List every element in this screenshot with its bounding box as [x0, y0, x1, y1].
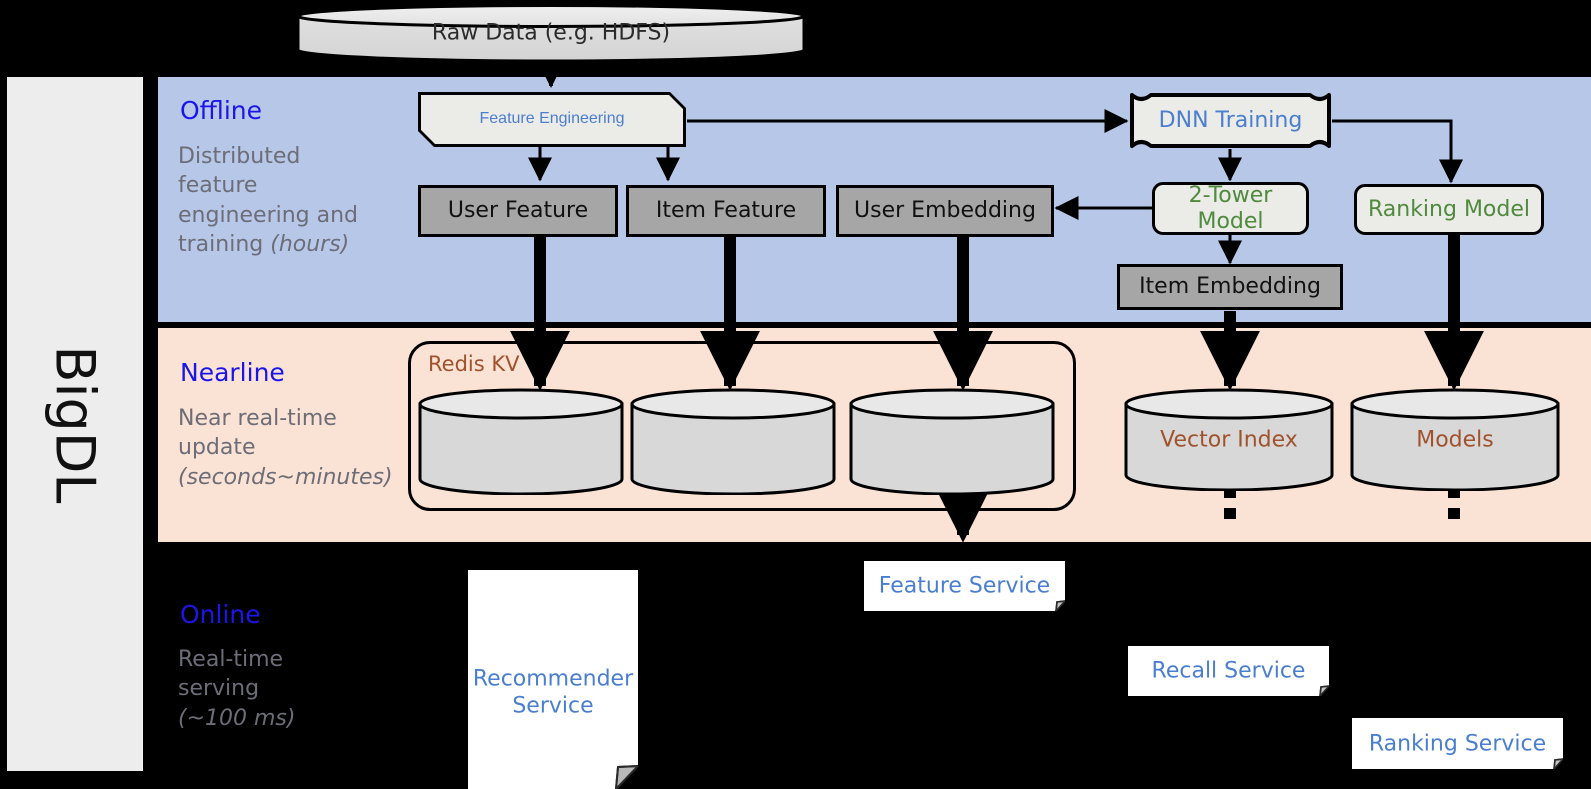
store-user-embedding[interactable] [849, 388, 1055, 495]
node-item-embedding-label: Item Embedding [1139, 274, 1321, 300]
node-recommender-service[interactable]: Recommender Service [468, 570, 638, 789]
band-title-offline: Offline [180, 96, 263, 125]
band-desc-offline: Distributed feature engineering and trai… [178, 142, 408, 259]
node-user-embedding-label: User Embedding [854, 198, 1036, 224]
store-vector-index-label: Vector Index [1160, 427, 1298, 452]
band-desc-online-l2: serving [178, 676, 260, 702]
band-title-online: Online [180, 600, 261, 629]
node-item-feature-label: Item Feature [655, 198, 797, 224]
node-recommender-service-label: Recommender Service [468, 665, 638, 720]
node-recommender-service-line2: Service [512, 693, 594, 719]
node-user-feature[interactable]: User Feature [418, 185, 618, 237]
store-item-feature[interactable] [630, 388, 836, 495]
node-feature-engineering[interactable]: Feature Engineering [418, 92, 686, 147]
node-2-tower-model-label: 2-Tower Model [1188, 183, 1273, 234]
node-ranking-model[interactable]: Ranking Model [1354, 184, 1544, 235]
band-desc-offline-emph: (hours) [270, 231, 350, 257]
framework-name: BigDL [7, 77, 143, 771]
node-raw-data-label: Raw Data (e.g. HDFS) [431, 20, 671, 46]
container-redis-kv-label: Redis KV [428, 352, 520, 376]
store-vector-index[interactable]: Vector Index [1124, 388, 1334, 491]
node-user-embedding[interactable]: User Embedding [836, 185, 1054, 237]
band-desc-nearline: Near real-time update (seconds~minutes) [178, 404, 408, 492]
framework-sidebar: BigDL [7, 77, 143, 771]
node-feature-engineering-label: Feature Engineering [479, 110, 625, 128]
store-models-label: Models [1416, 427, 1494, 452]
band-desc-offline-l3: engineering and [178, 202, 359, 228]
node-recall-service-label: Recall Service [1151, 658, 1306, 684]
store-models[interactable]: Models [1350, 388, 1560, 491]
node-ranking-service-label: Ranking Service [1368, 730, 1547, 756]
node-ranking-model-label: Ranking Model [1367, 196, 1531, 222]
node-2-tower-model[interactable]: 2-Tower Model [1152, 182, 1309, 235]
band-desc-nearline-l2: update [178, 435, 256, 461]
band-title-nearline: Nearline [180, 358, 285, 387]
band-desc-nearline-emph: (seconds~minutes) [178, 464, 393, 490]
node-raw-data[interactable]: Raw Data (e.g. HDFS) [296, 4, 806, 62]
node-item-embedding[interactable]: Item Embedding [1117, 264, 1343, 310]
band-desc-online-emph: (~100 ms) [178, 705, 296, 731]
store-user-feature[interactable] [418, 388, 624, 495]
band-desc-offline-l2: feature [178, 173, 258, 199]
band-desc-offline-l1: Distributed [178, 144, 301, 169]
node-user-feature-label: User Feature [447, 198, 589, 224]
container-redis-kv [408, 341, 1076, 511]
band-desc-online-l1: Real-time [178, 647, 284, 672]
node-recall-service[interactable]: Recall Service [1128, 646, 1329, 696]
node-item-feature[interactable]: Item Feature [626, 185, 826, 237]
band-desc-offline-l4: training [178, 231, 271, 257]
node-dnn-training-label: DNN Training [1158, 107, 1303, 133]
node-feature-service[interactable]: Feature Service [864, 561, 1065, 611]
node-ranking-service[interactable]: Ranking Service [1352, 718, 1563, 769]
framework-name-text: BigDL [43, 345, 107, 503]
node-recommender-service-line1: Recommender [472, 666, 634, 692]
node-dnn-training[interactable]: DNN Training [1129, 92, 1332, 149]
node-feature-service-label: Feature Service [878, 573, 1051, 599]
band-desc-online: Real-time serving (~100 ms) [178, 645, 408, 733]
band-desc-nearline-l1: Near real-time [178, 406, 337, 431]
